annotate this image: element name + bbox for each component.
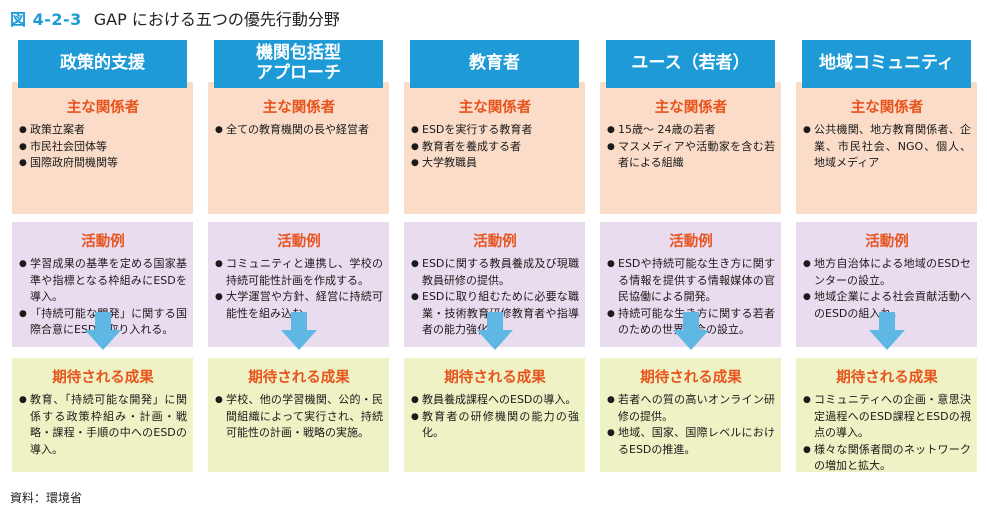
stakeholders-box-list: 政策立案者市民社会団体等国際政府間機関等 (19, 122, 187, 172)
figure-number: 図 4-2-3 (10, 10, 82, 29)
area-header: 機関包括型 アプローチ (214, 40, 383, 88)
outcomes-box: 期待される成果学校、他の学習機関、公的・民間組織によって実行され、持続可能性の計… (208, 358, 389, 472)
list-item: 様々な関係者間のネットワークの増加と拡大。 (803, 442, 971, 475)
stakeholders-box-title: 主な関係者 (654, 100, 728, 116)
list-item: 教育者を養成する者 (411, 139, 579, 156)
activities-box-list: ESDに関する教員養成及び現職教員研修の提供。ESDに取り組むために必要な職業・… (411, 256, 579, 339)
activities-box-title: 活動例 (277, 234, 321, 250)
down-arrow-icon (869, 312, 905, 350)
list-item: 大学教職員 (411, 155, 579, 172)
list-item: コミュニティと連携し、学校の持続可能性計画を作成する。 (215, 256, 383, 289)
outcomes-box: 期待される成果コミュニティへの企画・意思決定過程へのESD課程とESDの視点の導… (796, 358, 977, 472)
activities-box-list: ESDや持続可能な生き方に関する情報を提供する情報媒体の官民協働による開発。持続… (607, 256, 775, 339)
stakeholders-box-title: 主な関係者 (262, 100, 336, 116)
list-item: 国際政府間機関等 (19, 155, 187, 172)
list-item: 市民社会団体等 (19, 139, 187, 156)
list-item: 全ての教育機関の長や経営者 (215, 122, 383, 139)
stakeholders-box-title: 主な関係者 (458, 100, 532, 116)
source-note: 資料：環境省 (10, 491, 83, 505)
outcomes-box-list: 教員養成課程へのESDの導入。教育者の研修機関の能力の強化。 (411, 392, 579, 442)
activities-box-title: 活動例 (81, 234, 125, 250)
outcomes-box-list: コミュニティへの企画・意思決定過程へのESD課程とESDの視点の導入。様々な関係… (803, 392, 971, 475)
activities-box-title: 活動例 (865, 234, 909, 250)
stakeholders-box-title: 主な関係者 (66, 100, 140, 116)
area-column: 主な関係者公共機関、地方教育関係者、企業、市民社会、NGO、個人、地域メディア地… (796, 40, 977, 472)
outcomes-box-list: 教育、「持続可能な開発」に関係する政策枠組み・計画・戦略・課程・手順の中へのES… (19, 392, 187, 458)
down-arrow-icon (85, 312, 121, 350)
stakeholders-box-list: ESDを実行する教育者教育者を養成する者大学教職員 (411, 122, 579, 172)
list-item: 教育者の研修機関の能力の強化。 (411, 409, 579, 442)
stakeholders-box: 主な関係者全ての教育機関の長や経営者 (208, 82, 389, 214)
activities-box-list: コミュニティと連携し、学校の持続可能性計画を作成する。大学運営や方針、経営に持続… (215, 256, 383, 322)
activities-box-title: 活動例 (669, 234, 713, 250)
outcomes-box-title: 期待される成果 (444, 370, 546, 386)
stakeholders-box: 主な関係者 ESDを実行する教育者教育者を養成する者大学教職員 (404, 82, 585, 214)
list-item: 地域、国家、国際レベルにおけるESDの推進。 (607, 425, 775, 458)
stakeholders-box-title: 主な関係者 (850, 100, 924, 116)
list-item: 政策立案者 (19, 122, 187, 139)
area-column: 主な関係者全ての教育機関の長や経営者機関包括型 アプローチ活動例コミュニティと連… (208, 40, 389, 472)
outcomes-box: 期待される成果若者への質の高いオンライン研修の提供。地域、国家、国際レベルにおけ… (600, 358, 781, 472)
outcomes-box: 期待される成果教育、「持続可能な開発」に関係する政策枠組み・計画・戦略・課程・手… (12, 358, 193, 472)
outcomes-box-title: 期待される成果 (248, 370, 350, 386)
activities-box-title: 活動例 (473, 234, 517, 250)
outcomes-box-title: 期待される成果 (640, 370, 742, 386)
down-arrow-icon (477, 312, 513, 350)
activities-box-list: 学習成果の基準を定める国家基準や指標となる枠組みにESDを導入。「持続可能な開発… (19, 256, 187, 339)
list-item: 教育、「持続可能な開発」に関係する政策枠組み・計画・戦略・課程・手順の中へのES… (19, 392, 187, 458)
list-item: ESDや持続可能な生き方に関する情報を提供する情報媒体の官民協働による開発。 (607, 256, 775, 306)
area-header: 政策的支援 (18, 40, 187, 88)
stakeholders-box: 主な関係者公共機関、地方教育関係者、企業、市民社会、NGO、個人、地域メディア (796, 82, 977, 214)
priority-areas: 主な関係者政策立案者市民社会団体等国際政府間機関等政策的支援活動例学習成果の基準… (12, 40, 977, 472)
area-column: 主な関係者ESDを実行する教育者教育者を養成する者大学教職員教育者活動例ESDに… (404, 40, 585, 472)
area-header: 教育者 (410, 40, 579, 88)
down-arrow-icon (673, 312, 709, 350)
figure-caption: GAP における五つの優先行動分野 (93, 10, 340, 29)
stakeholders-box-list: 公共機関、地方教育関係者、企業、市民社会、NGO、個人、地域メディア (803, 122, 971, 172)
stakeholders-box-list: 全ての教育機関の長や経営者 (215, 122, 383, 139)
activities-box: 活動例学習成果の基準を定める国家基準や指標となる枠組みにESDを導入。「持続可能… (12, 222, 193, 347)
outcomes-box-title: 期待される成果 (836, 370, 938, 386)
list-item: 地方自治体による地域のESDセンターの設立。 (803, 256, 971, 289)
down-arrow-icon (281, 312, 317, 350)
list-item: 若者への質の高いオンライン研修の提供。 (607, 392, 775, 425)
list-item: 教員養成課程へのESDの導入。 (411, 392, 579, 409)
list-item: マスメディアや活動家を含む若者による組織 (607, 139, 775, 172)
list-item: 学習成果の基準を定める国家基準や指標となる枠組みにESDを導入。 (19, 256, 187, 306)
stakeholders-box: 主な関係者 15歳～ 24歳の若者マスメディアや活動家を含む若者による組織 (600, 82, 781, 214)
list-item: コミュニティへの企画・意思決定過程へのESD課程とESDの視点の導入。 (803, 392, 971, 442)
list-item: ESDに関する教員養成及び現職教員研修の提供。 (411, 256, 579, 289)
list-item: 学校、他の学習機関、公的・民間組織によって実行され、持続可能性の計画・戦略の実施… (215, 392, 383, 442)
area-header: 地域コミュニティ (802, 40, 971, 88)
stakeholders-box-list: 15歳～ 24歳の若者マスメディアや活動家を含む若者による組織 (607, 122, 775, 172)
area-header: ユース（若者） (606, 40, 775, 88)
outcomes-box-list: 学校、他の学習機関、公的・民間組織によって実行され、持続可能性の計画・戦略の実施… (215, 392, 383, 442)
area-column: 主な関係者15歳～ 24歳の若者マスメディアや活動家を含む若者による組織ユース（… (600, 40, 781, 472)
list-item: ESDを実行する教育者 (411, 122, 579, 139)
figure-title: 図 4-2-3 GAP における五つの優先行動分野 (10, 6, 340, 30)
list-item: 15歳～ 24歳の若者 (607, 122, 775, 139)
outcomes-box: 期待される成果教員養成課程へのESDの導入。教育者の研修機関の能力の強化。 (404, 358, 585, 472)
outcomes-box-list: 若者への質の高いオンライン研修の提供。地域、国家、国際レベルにおけるESDの推進… (607, 392, 775, 458)
stakeholders-box: 主な関係者政策立案者市民社会団体等国際政府間機関等 (12, 82, 193, 214)
area-column: 主な関係者政策立案者市民社会団体等国際政府間機関等政策的支援活動例学習成果の基準… (12, 40, 193, 472)
list-item: 公共機関、地方教育関係者、企業、市民社会、NGO、個人、地域メディア (803, 122, 971, 172)
outcomes-box-title: 期待される成果 (52, 370, 154, 386)
